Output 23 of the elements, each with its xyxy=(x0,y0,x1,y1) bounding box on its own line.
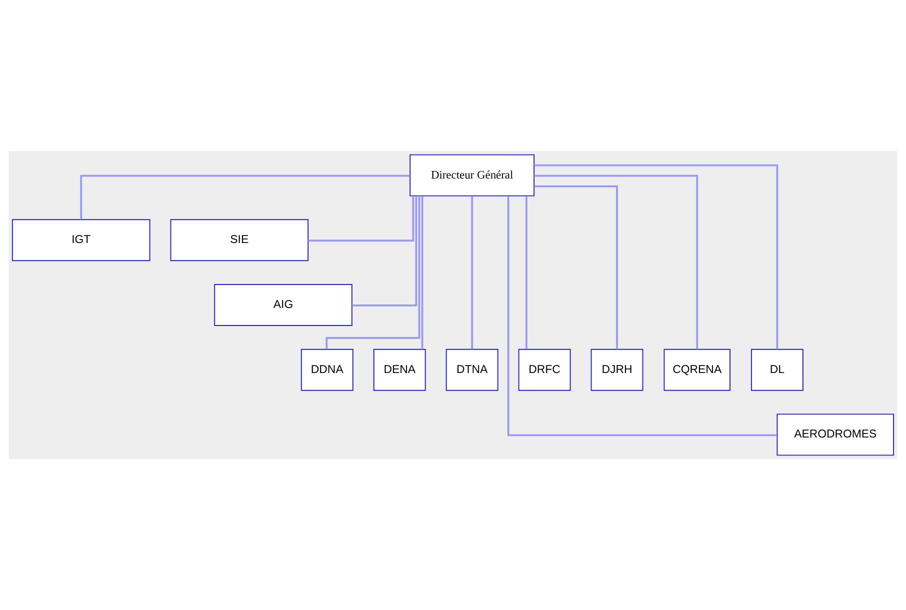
node-box: Directeur Général xyxy=(410,154,535,196)
node-box: SIE xyxy=(170,219,309,262)
connector xyxy=(534,185,618,350)
node-box: DRFC xyxy=(518,348,571,391)
connector xyxy=(534,174,698,350)
node-box: DTNA xyxy=(446,348,498,391)
node-box: CQRENA xyxy=(664,348,730,391)
node-box: IGT xyxy=(12,219,150,262)
connector xyxy=(421,196,424,350)
node-box: DENA xyxy=(373,348,426,391)
node-box: DL xyxy=(750,348,804,391)
connector xyxy=(352,196,418,306)
connector xyxy=(326,196,420,350)
connector xyxy=(308,196,414,242)
node-box: DDNA xyxy=(300,348,354,391)
node-box: AERODROMES xyxy=(776,414,894,456)
connector xyxy=(534,164,778,350)
connector xyxy=(80,174,410,220)
node-box: AIG xyxy=(214,284,352,326)
connector xyxy=(507,196,777,436)
node-box: DJRH xyxy=(590,348,644,391)
connector xyxy=(471,196,474,350)
connector xyxy=(525,196,528,350)
